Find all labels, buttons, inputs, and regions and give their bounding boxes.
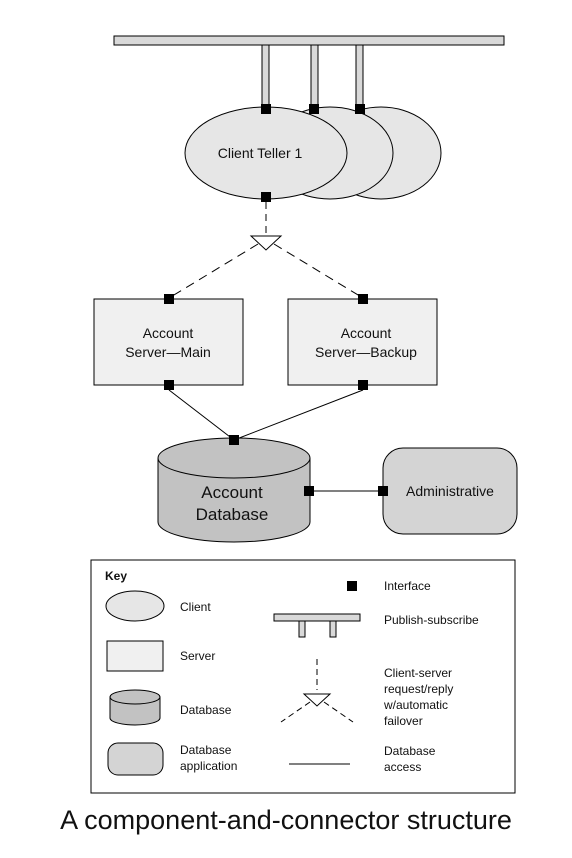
component-connector-diagram: Client Teller 1 Account Server—Main Acco… (90, 35, 518, 794)
interface-icon (304, 486, 314, 496)
server-backup-label-line2: Server—Backup (315, 344, 417, 360)
server-backup-label-line1: Account (341, 325, 392, 341)
bus-drop-2 (310, 44, 319, 110)
client-server-connector (168, 202, 364, 299)
legend-cs-label-line4: failover (384, 714, 423, 728)
legend-interface-label: Interface (384, 579, 431, 593)
db-access-line-backup (233, 389, 364, 441)
legend-db-app-label-line2: application (180, 759, 237, 773)
account-server-main: Account Server—Main (93, 298, 244, 386)
server-main-label-line2: Server—Main (125, 344, 211, 360)
legend-interface-icon (347, 581, 357, 591)
interface-icon (378, 486, 388, 496)
legend-db-app-label-line1: Database (180, 743, 232, 757)
administrative-app: Administrative (382, 447, 518, 535)
database-label-line2: Database (196, 505, 269, 524)
server-main-label-line1: Account (143, 325, 194, 341)
legend-cs-label-line1: Client-server (384, 666, 452, 680)
interface-icon (309, 104, 319, 114)
interface-icon (229, 435, 239, 445)
db-access-line-main (168, 389, 235, 441)
legend-database-icon (109, 689, 161, 726)
bus-drop-3 (355, 44, 364, 110)
interface-icon (261, 192, 271, 202)
publish-subscribe-bus (113, 35, 505, 110)
interface-icon (358, 294, 368, 304)
legend-server-label: Server (180, 649, 215, 663)
legend-db-app-icon (107, 742, 164, 776)
legend: Key Client Server Database Database appl… (90, 559, 516, 794)
interface-icon (355, 104, 365, 114)
client-teller-stack: Client Teller 1 (184, 106, 442, 200)
database-label-line1: Account (201, 483, 263, 502)
legend-server-icon (106, 640, 164, 672)
legend-client-icon (105, 590, 165, 622)
legend-client-server-icon (280, 659, 354, 723)
legend-cs-label-line3: w/automatic (383, 698, 448, 712)
legend-pubsub-label: Publish-subscribe (384, 613, 479, 627)
legend-pubsub-icon (273, 613, 361, 638)
legend-dbaccess-label-line1: Database (384, 744, 436, 758)
legend-dbaccess-label-line2: access (384, 760, 421, 774)
legend-title: Key (105, 569, 127, 583)
administrative-label: Administrative (406, 483, 494, 499)
legend-client-label: Client (180, 600, 211, 614)
account-server-backup: Account Server—Backup (287, 298, 438, 386)
legend-cs-label-line2: request/reply (384, 682, 453, 696)
account-database: Account Database (157, 437, 311, 543)
interface-icon (164, 380, 174, 390)
interface-icon (358, 380, 368, 390)
figure-caption: A component-and-connector structure (60, 805, 512, 835)
legend-database-label: Database (180, 703, 232, 717)
client-teller-label: Client Teller 1 (218, 145, 303, 161)
interface-icon (261, 104, 271, 114)
failover-triangle-icon (249, 235, 283, 251)
interface-icon (164, 294, 174, 304)
bus-drop-1 (261, 44, 270, 110)
